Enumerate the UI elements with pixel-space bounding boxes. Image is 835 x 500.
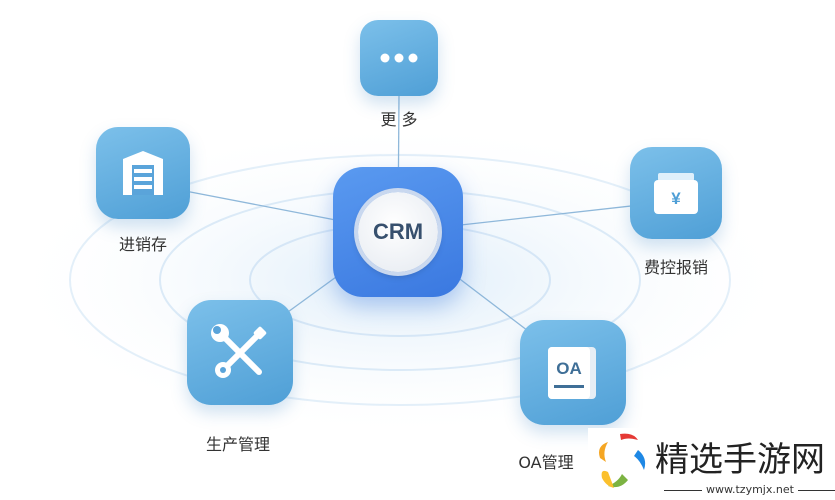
watermark-logo: [599, 433, 646, 488]
node-more[interactable]: [360, 20, 438, 96]
label-more: 更 多: [380, 110, 418, 129]
crm-label: CRM: [358, 192, 438, 272]
more-dots-icon: [380, 53, 418, 63]
yen-wallet-icon: ¥: [654, 173, 698, 214]
label-inventory: 进销存: [118, 235, 168, 254]
crm-hub[interactable]: CRM: [333, 167, 463, 297]
label-oa: OA管理: [518, 453, 574, 472]
warehouse-icon: [123, 151, 163, 195]
node-expense[interactable]: ¥: [630, 147, 722, 239]
node-oa[interactable]: OA: [520, 320, 626, 425]
node-inventory[interactable]: [96, 127, 190, 219]
wrench-screwdriver-icon: [211, 324, 267, 378]
label-production: 生产管理: [205, 435, 271, 454]
watermark-title: 精选手游网: [655, 440, 825, 480]
oa-book-icon: OA: [548, 347, 596, 399]
label-expense: 费控报销: [643, 258, 709, 277]
svg-text:¥: ¥: [671, 189, 681, 208]
node-production[interactable]: [187, 300, 293, 405]
watermark-url: www.tzymjx.net: [660, 483, 825, 496]
